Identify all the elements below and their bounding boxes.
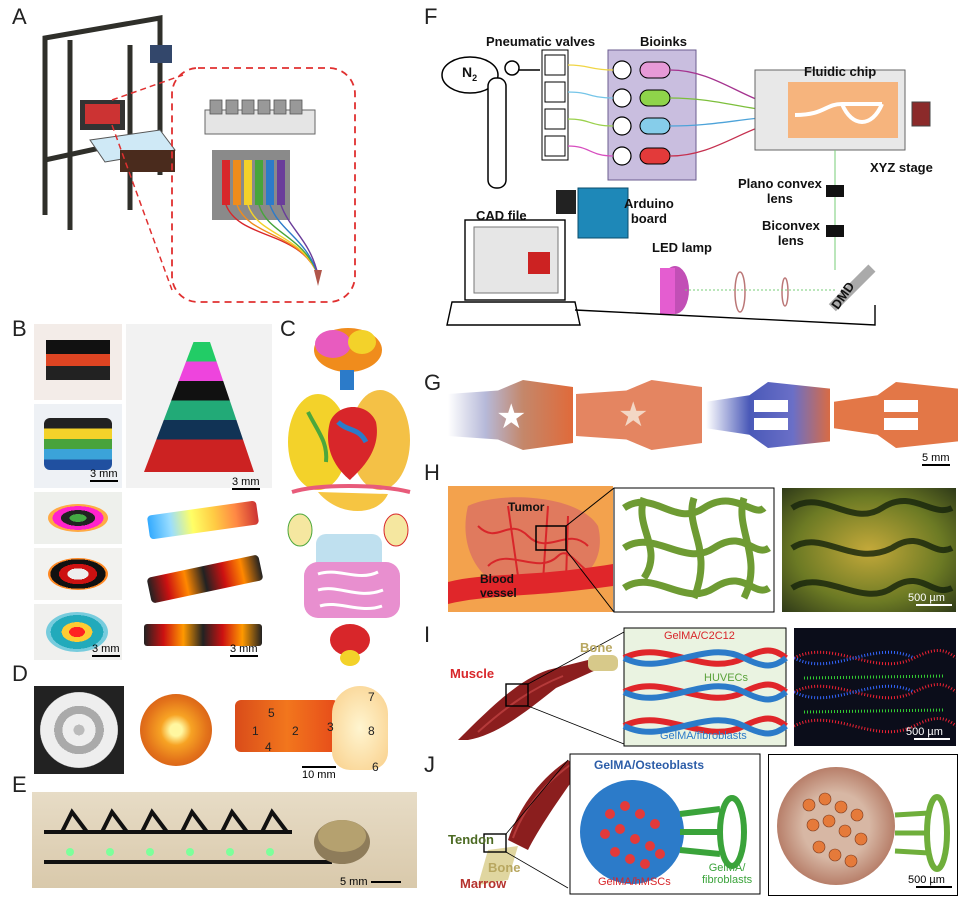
tumor-label: Tumor (508, 500, 545, 514)
gelma-osteoblasts-label: GelMA/Osteoblasts (594, 758, 705, 772)
marrow-label: Marrow (460, 876, 507, 891)
panel-j-scaffold-diagram (569, 753, 761, 895)
panel-label-e: E (12, 772, 27, 797)
gelma-fibroblasts-label-i: GelMA/fibroblasts (660, 730, 747, 742)
photo-bone-shaft (235, 700, 339, 752)
plano-convex-lens-label: Plano convex lens (738, 176, 822, 206)
scale-bar-h-text: 500 µm (908, 592, 945, 604)
tendon-label: Tendon (448, 832, 494, 847)
scale-bar-b2: 3 mm (232, 476, 260, 490)
photo-led-circuit (32, 792, 417, 888)
photo-i-fluorescence (794, 628, 956, 746)
scale-bar-j: 500 µm (908, 874, 952, 888)
panel-h-tumor-diagram (448, 486, 613, 612)
panel-a-printer-illustration (42, 15, 356, 303)
photo-ring-2 (34, 548, 122, 600)
panel-j-tendon-illustration (478, 759, 580, 889)
photo-ring-3 (34, 604, 122, 660)
panel-label-b: B (12, 316, 27, 341)
xyz-stage-label: XYZ stage (870, 160, 933, 175)
d-label-4: 4 (265, 740, 272, 754)
photo-strip-dark (140, 552, 266, 608)
d-label-2: 2 (292, 724, 299, 738)
led-lamp-label: LED lamp (652, 240, 712, 255)
scaffold-cells (802, 792, 950, 872)
photo-bone-head (332, 686, 388, 770)
photo-disc-orange (140, 694, 212, 766)
biconvex-lens-label: Biconvex lens (762, 218, 820, 248)
photo-ring-1 (34, 492, 122, 544)
cad-file-label: CAD file (476, 208, 527, 223)
bone-label-j: Bone (488, 860, 521, 875)
photo-g-star-orange: ★ (576, 380, 702, 450)
blood-vessel-label: Blood vessel (480, 572, 517, 600)
circuit-traces (44, 808, 370, 864)
panel-i-muscle-illustration (458, 631, 625, 745)
photo-layered-block-small (34, 324, 122, 400)
gelma-hmscs-label: GelMA/hMSCs (598, 876, 671, 888)
microscopy-channels (790, 498, 954, 597)
photo-cylinder (34, 686, 124, 774)
scale-bar-d: 10 mm (302, 766, 336, 781)
panel-label-f: F (424, 4, 438, 29)
n2-subscript: 2 (472, 72, 478, 83)
photo-pyramid (126, 324, 272, 488)
photo-strip-bottom (140, 612, 266, 658)
d-label-3: 3 (327, 720, 334, 734)
n2-label: N2 (462, 64, 477, 83)
panel-h-channel-pattern (613, 487, 775, 613)
d-label-8: 8 (368, 724, 375, 738)
muscle-label: Muscle (450, 666, 495, 681)
panel-label-j: J (424, 752, 435, 777)
panel-label-h: H (424, 460, 440, 485)
panel-label-d: D (12, 661, 28, 686)
d-label-5: 5 (268, 706, 275, 720)
n2-text: N (462, 64, 473, 80)
gelma-fibroblasts-label-j: GelMA/ fibroblasts (702, 862, 753, 886)
bone-label-i: Bone (580, 640, 613, 655)
arduino-board-label: Arduino board (624, 196, 674, 226)
panel-label-a: A (12, 4, 27, 29)
photo-g-star-blue: ★ (448, 380, 573, 450)
scale-bar-i-text: 500 µm (906, 726, 943, 738)
scale-bar-i: 500 µm (906, 726, 950, 740)
scale-bar-b4: 3 mm (230, 643, 258, 657)
gelma-c2c12-label: GelMA/C2C12 (664, 630, 735, 642)
scale-bar-e: 5 mm (340, 876, 401, 888)
fluorescence-waves (794, 649, 956, 734)
huvecs-label: HUVECs (704, 672, 749, 684)
panel-label-g: G (424, 370, 442, 395)
photo-j-scaffold (768, 754, 958, 896)
scale-bar-h: 500 µm (908, 592, 952, 606)
photo-h-microscopy (782, 488, 956, 612)
photo-g-channels-blue (706, 382, 830, 448)
scale-bar-g: 5 mm (922, 452, 950, 466)
scale-bar-j-text: 500 µm (908, 874, 945, 886)
d-label-6: 6 (372, 760, 379, 774)
scale-bar-e-text: 5 mm (340, 876, 368, 888)
panel-f-setup-diagram (441, 49, 931, 326)
panel-label-i: I (424, 622, 431, 647)
panel-c-organs-illustration (287, 328, 411, 666)
scale-bar-b3: 3 mm (92, 643, 120, 657)
photo-strip-rainbow (140, 498, 266, 546)
photo-layered-block-multicolor (34, 404, 122, 488)
bioinks-label: Bioinks (640, 34, 687, 49)
scale-bar-b1: 3 mm (90, 468, 118, 482)
panel-label-c: C (280, 316, 296, 341)
panel-i-braided-channels (622, 627, 788, 747)
d-label-1: 1 (252, 724, 259, 738)
photo-g-channels-orange (834, 382, 958, 448)
fluidic-chip-label: Fluidic chip (804, 64, 877, 79)
d-label-7: 7 (368, 690, 375, 704)
pneumatic-valves-label: Pneumatic valves (486, 34, 596, 49)
